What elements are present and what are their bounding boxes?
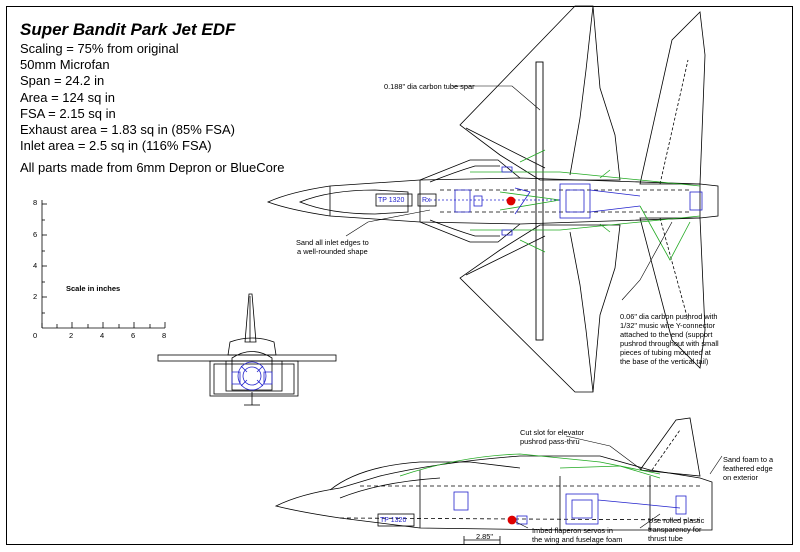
callout-inlet: Sand all inlet edges to a well-rounded s… — [296, 238, 369, 256]
sheet-border — [6, 6, 793, 545]
y-tick-label: 6 — [33, 230, 38, 239]
spec-line: Inlet area = 2.5 sq in (116% FSA) — [20, 138, 212, 154]
materials-note: All parts made from 6mm Depron or BlueCo… — [20, 160, 285, 175]
spec-line: FSA = 2.15 sq in — [20, 105, 116, 121]
side-cg-marker — [507, 515, 517, 525]
x-tick-label: 0 — [33, 331, 38, 340]
dimension-label: 2.85" — [476, 532, 494, 541]
scale-bar — [41, 200, 166, 329]
y-tick-label: 2 — [33, 292, 38, 301]
y-tick-label: 8 — [33, 198, 38, 207]
leader-lines — [345, 85, 723, 529]
x-tick-label: 8 — [162, 331, 167, 340]
callout-slot: Cut slot for elevator pushrod pass-thru — [520, 428, 585, 446]
x-tick-label: 2 — [69, 331, 74, 340]
receiver-label: Rx — [422, 197, 431, 204]
front-view — [157, 293, 337, 406]
callout-sand-foam: Sand foam to a feathered edge on exterio… — [723, 455, 774, 482]
spec-line: Exhaust area = 1.83 sq in (85% FSA) — [20, 121, 235, 137]
callout-spar: 0.188" dia carbon tube spar — [384, 82, 475, 91]
cg-marker — [506, 196, 516, 206]
spec-line: Area = 124 sq in — [20, 89, 116, 105]
side-view — [274, 417, 713, 544]
spec-line: 50mm Microfan — [20, 57, 110, 73]
y-tick-label: 4 — [33, 261, 38, 270]
spec-line: Span = 24.2 in — [20, 73, 105, 89]
top-view — [266, 5, 719, 393]
callout-pushrod: 0.06" dia carbon pushrod with 1/32" musi… — [620, 312, 719, 366]
spec-list: Scaling = 75% from original 50mm Microfa… — [20, 41, 235, 154]
spec-line: Scaling = 75% from original — [20, 41, 179, 56]
side-battery-label: TP 1320 — [380, 517, 407, 524]
receiver-battery-label: TP 1320 — [378, 197, 405, 204]
callout-transparency: Use rolled plastic transparency for thru… — [648, 516, 705, 543]
drawing-title: Super Bandit Park Jet EDF — [20, 20, 236, 39]
callout-servos: Imbed flaperon servos in the wing and fu… — [532, 526, 623, 544]
scale-label: Scale in inches — [66, 284, 121, 293]
x-tick-label: 4 — [100, 331, 105, 340]
x-tick-label: 6 — [131, 331, 136, 340]
